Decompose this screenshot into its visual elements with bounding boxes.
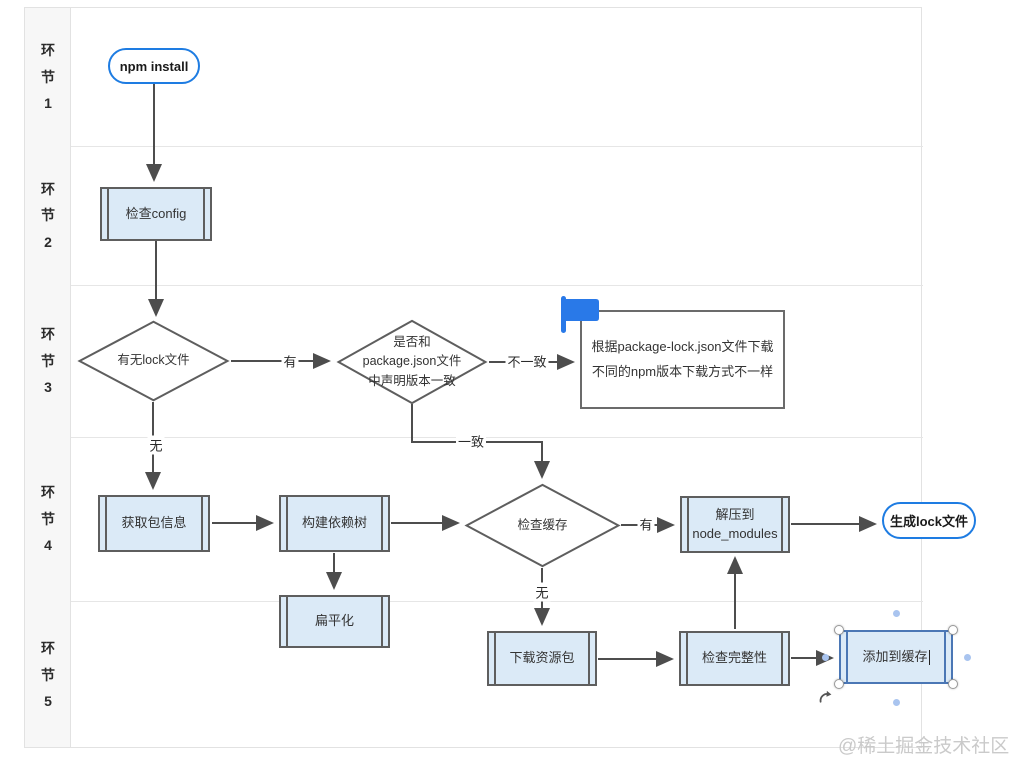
- lane-header-2[interactable]: 环 节 2: [25, 146, 71, 285]
- node-label: 下载资源包: [509, 650, 575, 666]
- resize-handle-nw[interactable]: [834, 625, 844, 635]
- node-flatten[interactable]: 扁平化: [279, 595, 390, 648]
- lane-label: 环 节 3: [41, 326, 55, 396]
- node-label: 检查完整性: [701, 650, 767, 666]
- node-note[interactable]: 根据package-lock.json文件下载 不同的npm版本下载方式不一样: [580, 310, 785, 409]
- lane-label: 环 节 2: [41, 180, 55, 250]
- connection-dot-right[interactable]: [964, 654, 971, 661]
- diamond-shape: [465, 484, 620, 567]
- edge-label-yes2[interactable]: 有: [637, 514, 655, 534]
- node-label: 有无lock文件: [117, 353, 190, 368]
- rotate-handle[interactable]: [817, 690, 835, 708]
- node-download-pkg[interactable]: 下载资源包: [487, 631, 597, 686]
- lane-label: 环 节 1: [41, 42, 55, 112]
- node-unzip-node-modules[interactable]: 解压到 node_modules: [680, 496, 790, 553]
- lane-divider: [25, 146, 923, 147]
- edge-label-no[interactable]: 无: [147, 435, 165, 455]
- node-label: 解压到 node_modules: [692, 506, 778, 541]
- node-check-config[interactable]: 检查config: [100, 187, 212, 241]
- node-label: 扁平化: [314, 613, 354, 629]
- lane-header-5[interactable]: 环 节 5: [25, 601, 71, 749]
- lane-header-4[interactable]: 环 节 4: [25, 437, 71, 601]
- connection-dot-bottom[interactable]: [893, 699, 900, 706]
- node-label: 添加到缓存: [862, 648, 928, 664]
- diamond-shape: [337, 320, 487, 404]
- node-has-lock-file[interactable]: 有无lock文件: [78, 321, 229, 401]
- lane-label: 环 节 4: [41, 484, 55, 554]
- node-check-cache[interactable]: 检查缓存: [465, 484, 620, 567]
- resize-handle-se[interactable]: [948, 679, 958, 689]
- node-get-pkg-info[interactable]: 获取包信息: [98, 495, 210, 552]
- lane-divider: [25, 285, 923, 286]
- flag-icon[interactable]: [560, 295, 602, 335]
- resize-handle-ne[interactable]: [948, 625, 958, 635]
- node-label: 检查config: [125, 205, 187, 221]
- node-gen-lock-file[interactable]: 生成lock文件: [882, 502, 976, 539]
- node-check-integrity[interactable]: 检查完整性: [679, 631, 790, 686]
- node-npm-install[interactable]: npm install: [108, 48, 200, 84]
- watermark: @稀土掘金技术社区: [838, 736, 1010, 757]
- connection-dot-left[interactable]: [822, 654, 829, 661]
- lane-divider: [25, 601, 923, 602]
- lane-header-3[interactable]: 环 节 3: [25, 285, 71, 437]
- lane-header-column: 环 节 1 环 节 2 环 节 3 环 节 4 环 节 5: [25, 8, 71, 747]
- diamond-shape: [78, 321, 229, 401]
- node-add-to-cache[interactable]: 添加到缓存: [839, 630, 953, 684]
- edge-label-mismatch[interactable]: 不一致: [505, 351, 549, 371]
- node-label: 是否和 package.json文件 中声明版本一致: [362, 334, 462, 388]
- node-version-match[interactable]: 是否和 package.json文件 中声明版本一致: [337, 320, 487, 404]
- edge-label-match[interactable]: 一致: [455, 431, 487, 451]
- node-build-dep-tree[interactable]: 构建依赖树: [279, 495, 390, 552]
- edge-label-no2[interactable]: 无: [533, 582, 551, 602]
- lane-header-1[interactable]: 环 节 1: [25, 8, 71, 146]
- node-label: 构建依赖树: [301, 515, 367, 531]
- resize-handle-sw[interactable]: [834, 679, 844, 689]
- connection-dot-top[interactable]: [893, 610, 900, 617]
- node-label: npm install: [119, 58, 189, 74]
- node-label: 检查缓存: [517, 517, 568, 532]
- node-label: 获取包信息: [121, 515, 187, 531]
- lane-label: 环 节 5: [41, 640, 55, 710]
- node-label: 生成lock文件: [889, 514, 968, 529]
- edge-label-yes[interactable]: 有: [281, 351, 299, 371]
- text-cursor: [928, 649, 930, 665]
